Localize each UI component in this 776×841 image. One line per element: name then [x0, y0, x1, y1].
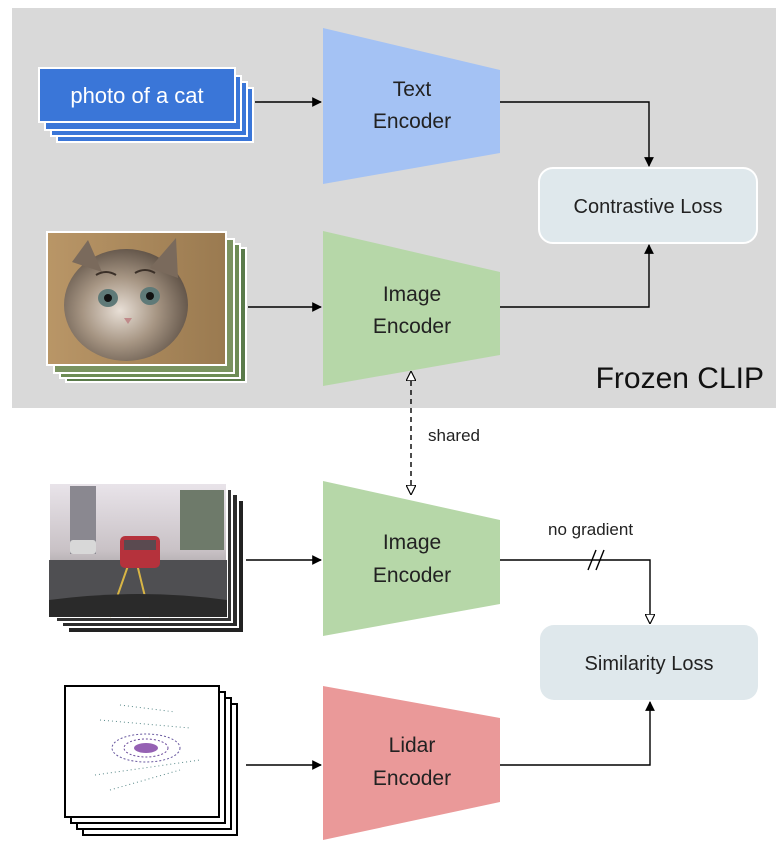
arrow-driving-encoder-to-similarity	[500, 559, 650, 623]
clip-image-encoder-label-line2: Encoder	[373, 315, 451, 338]
lidar-encoder-label-line2: Encoder	[373, 767, 451, 790]
driving-image-encoder: Image Encoder	[323, 481, 500, 636]
driving-photo	[48, 482, 228, 618]
text-encoder-label-line2: Encoder	[373, 110, 451, 133]
text-prompt-label: photo of a cat	[70, 83, 203, 108]
driving-image-encoder-label-line2: Encoder	[373, 564, 451, 587]
lidar-encoder: Lidar Encoder	[323, 686, 500, 840]
no-gradient-slash-2	[595, 549, 605, 571]
lidar-encoder-label-line1: Lidar	[389, 734, 436, 757]
frozen-clip-label: Frozen CLIP	[596, 362, 764, 395]
similarity-loss-box: Similarity Loss	[540, 625, 758, 700]
cat-image-stack	[46, 231, 247, 383]
arrow-text-encoder-to-contrastive	[500, 101, 654, 167]
arrow-clip-image-encoder-to-contrastive	[500, 244, 654, 308]
clip-image-encoder: Image Encoder	[323, 231, 500, 386]
clip-image-encoder-label-line1: Image	[383, 283, 441, 306]
arrow-lidar-encoder-to-similarity	[500, 701, 655, 766]
lidar-scan	[64, 685, 220, 818]
cat-photo	[46, 231, 227, 366]
lidar-image-stack	[64, 685, 238, 836]
connectors	[246, 97, 655, 770]
text-encoder: Text Encoder	[323, 28, 500, 184]
driving-image-stack	[48, 482, 245, 634]
contrastive-loss-label: Contrastive Loss	[574, 196, 723, 218]
shared-label: shared	[428, 426, 480, 445]
driving-image-encoder-label-line1: Image	[383, 531, 441, 554]
similarity-loss-label: Similarity Loss	[585, 653, 714, 675]
text-encoder-label-line1: Text	[393, 78, 432, 101]
contrastive-loss-box: Contrastive Loss	[538, 167, 758, 244]
no-gradient-slash-1	[587, 549, 597, 571]
no-gradient-label: no gradient	[548, 520, 633, 539]
text-prompt-stack: photo of a cat	[38, 67, 254, 143]
